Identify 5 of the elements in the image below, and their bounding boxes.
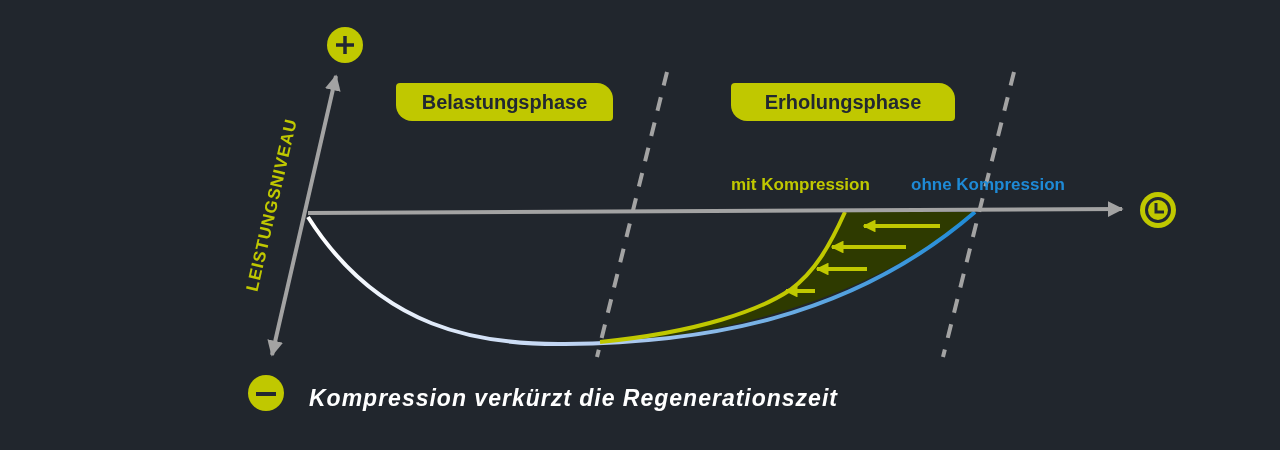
caption: Kompression verkürzt die Regenerationszeit <box>309 385 838 412</box>
phase-label: Belastungsphase <box>396 83 613 121</box>
phase-label: Erholungsphase <box>731 83 955 121</box>
curve-label: mit Kompression <box>731 175 870 195</box>
curve-label: ohne Kompression <box>911 175 1065 195</box>
